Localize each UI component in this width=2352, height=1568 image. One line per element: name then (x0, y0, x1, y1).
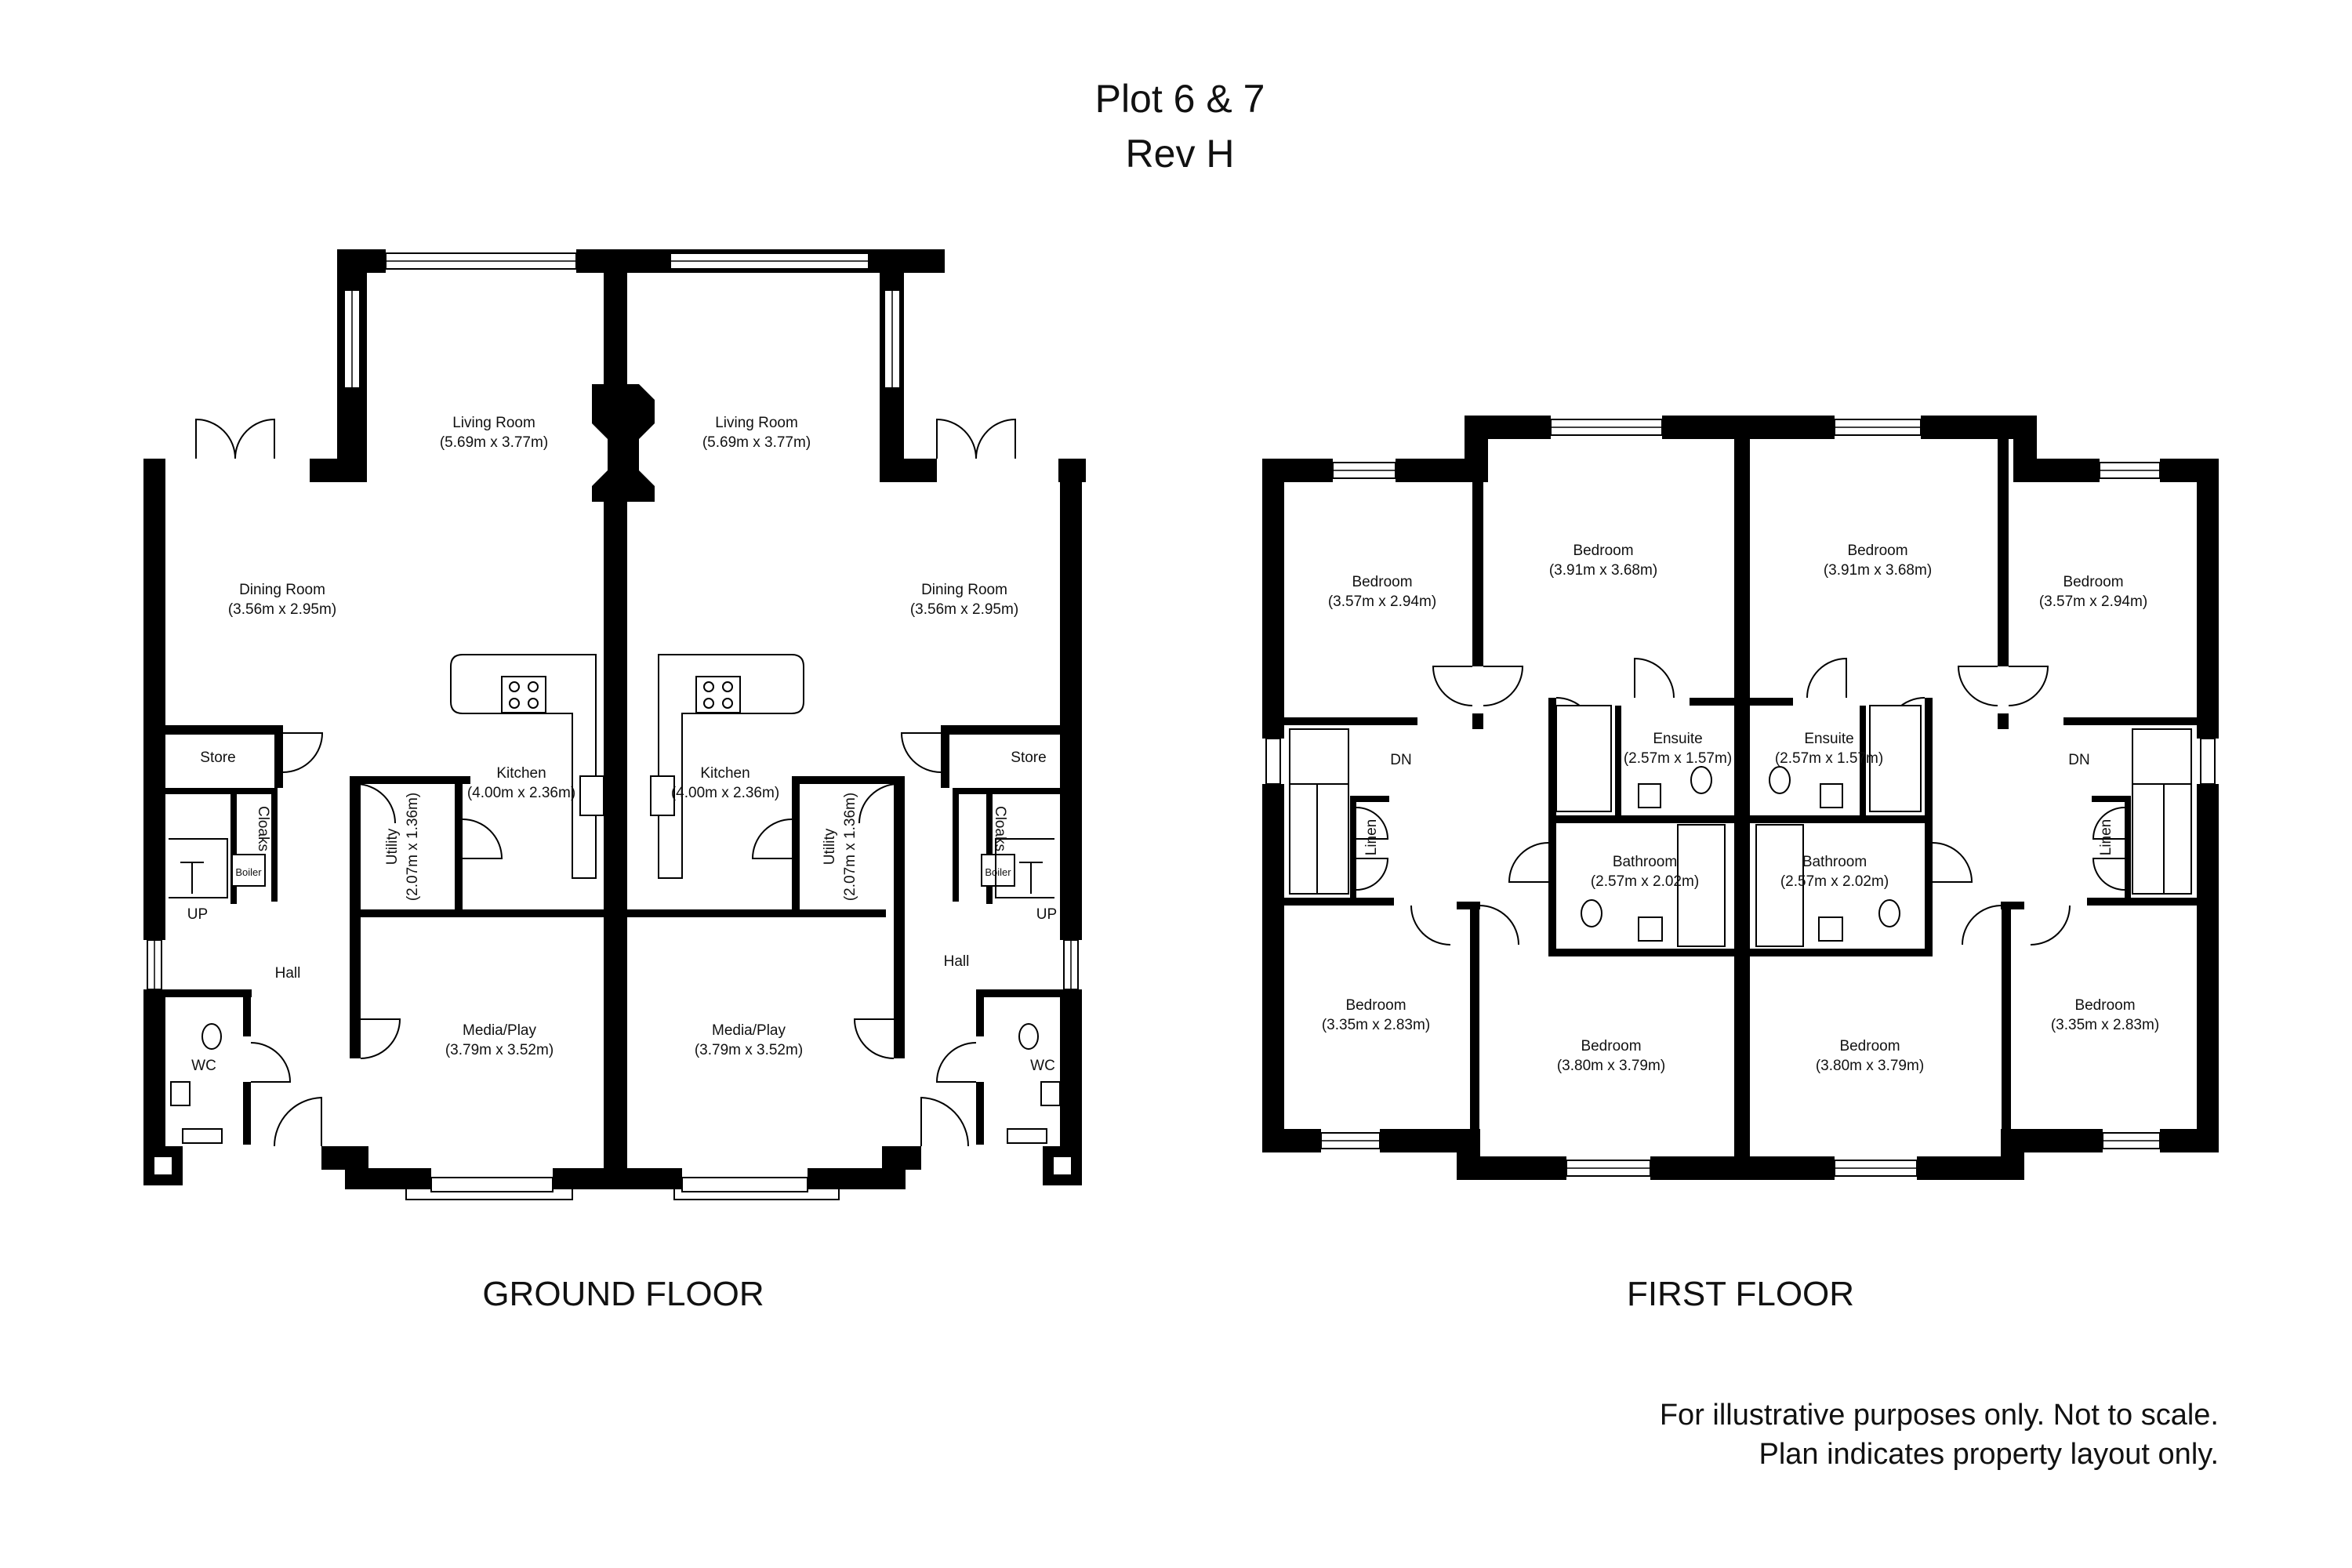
living-room-right-dims: (5.69m x 3.77m) (702, 434, 811, 451)
media-left-name: Media/Play (463, 1022, 536, 1039)
ensuite-left-name: Ensuite (1653, 731, 1702, 747)
first-floor-plan: Bedroom (3.57m x 2.94m) Bedroom (3.91m x… (1262, 416, 2219, 1180)
ground-floor-windows (147, 252, 1079, 1200)
media-right-name: Media/Play (712, 1022, 786, 1039)
boiler-right-name: Boiler (985, 866, 1011, 878)
bed-front-outer-left-name: Bedroom (1345, 997, 1406, 1014)
cloaks-left-name: Cloaks (255, 806, 271, 851)
stairs-right-down: DN (2068, 752, 2089, 768)
media-left-dims: (3.79m x 3.52m) (445, 1042, 554, 1058)
bed-front-inner-left-dims: (3.80m x 3.79m) (1557, 1058, 1665, 1074)
linen-right-name: Linen (2098, 819, 2114, 856)
stairs-left-up: UP (187, 906, 208, 923)
bed-front-inner-left-name: Bedroom (1581, 1038, 1641, 1054)
utility-right-name: Utility (822, 828, 838, 865)
boiler-left-name: Boiler (235, 866, 262, 878)
bed-back-inner-right-dims: (3.91m x 3.68m) (1824, 562, 1932, 579)
hall-right-name: Hall (944, 953, 970, 970)
media-right-dims: (3.79m x 3.52m) (695, 1042, 803, 1058)
ensuite-right-dims: (2.57m x 1.57m) (1775, 750, 1883, 767)
dining-room-right-dims: (3.56m x 2.95m) (910, 601, 1018, 618)
dining-room-left-dims: (3.56m x 2.95m) (228, 601, 336, 618)
utility-right-dims: (2.07m x 1.36m) (842, 793, 858, 901)
ground-floor-fixtures (170, 654, 1061, 1106)
first-floor-walls (1262, 416, 2219, 1180)
stairs-right-up: UP (1036, 906, 1057, 923)
dining-room-left-name: Dining Room (239, 582, 325, 598)
bath-left-dims: (2.57m x 2.02m) (1591, 873, 1699, 890)
utility-left-dims: (2.07m x 1.36m) (405, 793, 421, 901)
bed-back-outer-right-dims: (3.57m x 2.94m) (2039, 593, 2147, 610)
ground-floor-doors (195, 418, 1016, 1147)
bed-back-outer-right-name: Bedroom (2063, 574, 2123, 590)
bed-back-inner-left-name: Bedroom (1573, 543, 1633, 559)
kitchen-left-dims: (4.00m x 2.36m) (467, 785, 575, 801)
bath-left-name: Bathroom (1613, 854, 1677, 870)
living-room-right-name: Living Room (715, 415, 798, 431)
first-floor-doors (1356, 657, 2125, 946)
ground-floor-plan: Living Room (5.69m x 3.77m) Living Room … (143, 249, 1086, 1200)
hall-left-name: Hall (275, 965, 301, 982)
ground-floor-stairs (169, 838, 1054, 898)
plan-title: Plot 6 & 7 (1095, 77, 1265, 121)
stairs-left-down: DN (1390, 752, 1411, 768)
dining-room-right-name: Dining Room (921, 582, 1007, 598)
bed-front-outer-right-dims: (3.35m x 2.83m) (2051, 1017, 2159, 1033)
wc-right-name: WC (1030, 1058, 1055, 1074)
first-floor-label: FIRST FLOOR (1627, 1275, 1854, 1313)
wc-left-name: WC (191, 1058, 216, 1074)
living-room-left-name: Living Room (452, 415, 535, 431)
ensuite-left-dims: (2.57m x 1.57m) (1624, 750, 1732, 767)
kitchen-right-name: Kitchen (700, 765, 750, 782)
first-floor-labels: Bedroom (3.57m x 2.94m) Bedroom (3.91m x… (1322, 543, 2159, 1074)
first-floor-stairs (1289, 728, 2192, 895)
first-floor-fixtures (1555, 705, 1922, 947)
ground-floor-labels: Living Room (5.69m x 3.77m) Living Room … (187, 415, 1057, 1074)
ensuite-right-name: Ensuite (1804, 731, 1853, 747)
ground-floor-walls (143, 249, 1086, 1189)
cloaks-right-name: Cloaks (992, 806, 1008, 851)
bed-back-inner-left-dims: (3.91m x 3.68m) (1549, 562, 1657, 579)
ground-floor-label: GROUND FLOOR (482, 1275, 764, 1313)
bed-back-inner-right-name: Bedroom (1847, 543, 1907, 559)
first-floor-windows (1265, 419, 2216, 1177)
bath-right-name: Bathroom (1802, 854, 1867, 870)
bed-front-inner-right-dims: (3.80m x 3.79m) (1816, 1058, 1924, 1074)
bed-back-outer-left-name: Bedroom (1352, 574, 1412, 590)
store-left-name: Store (200, 750, 235, 766)
kitchen-right-dims: (4.00m x 2.36m) (671, 785, 779, 801)
disclaimer-line-1: For illustrative purposes only. Not to s… (1660, 1399, 2219, 1432)
store-right-name: Store (1011, 750, 1046, 766)
bed-back-outer-left-dims: (3.57m x 2.94m) (1328, 593, 1436, 610)
plan-revision: Rev H (1126, 132, 1235, 176)
bed-front-inner-right-name: Bedroom (1839, 1038, 1900, 1054)
linen-left-name: Linen (1363, 819, 1380, 856)
bed-front-outer-left-dims: (3.35m x 2.83m) (1322, 1017, 1430, 1033)
disclaimer-line-2: Plan indicates property layout only. (1759, 1438, 2219, 1471)
kitchen-left-name: Kitchen (496, 765, 546, 782)
utility-left-name: Utility (384, 828, 401, 865)
bath-right-dims: (2.57m x 2.02m) (1780, 873, 1889, 890)
living-room-left-dims: (5.69m x 3.77m) (440, 434, 548, 451)
bed-front-outer-right-name: Bedroom (2074, 997, 2135, 1014)
